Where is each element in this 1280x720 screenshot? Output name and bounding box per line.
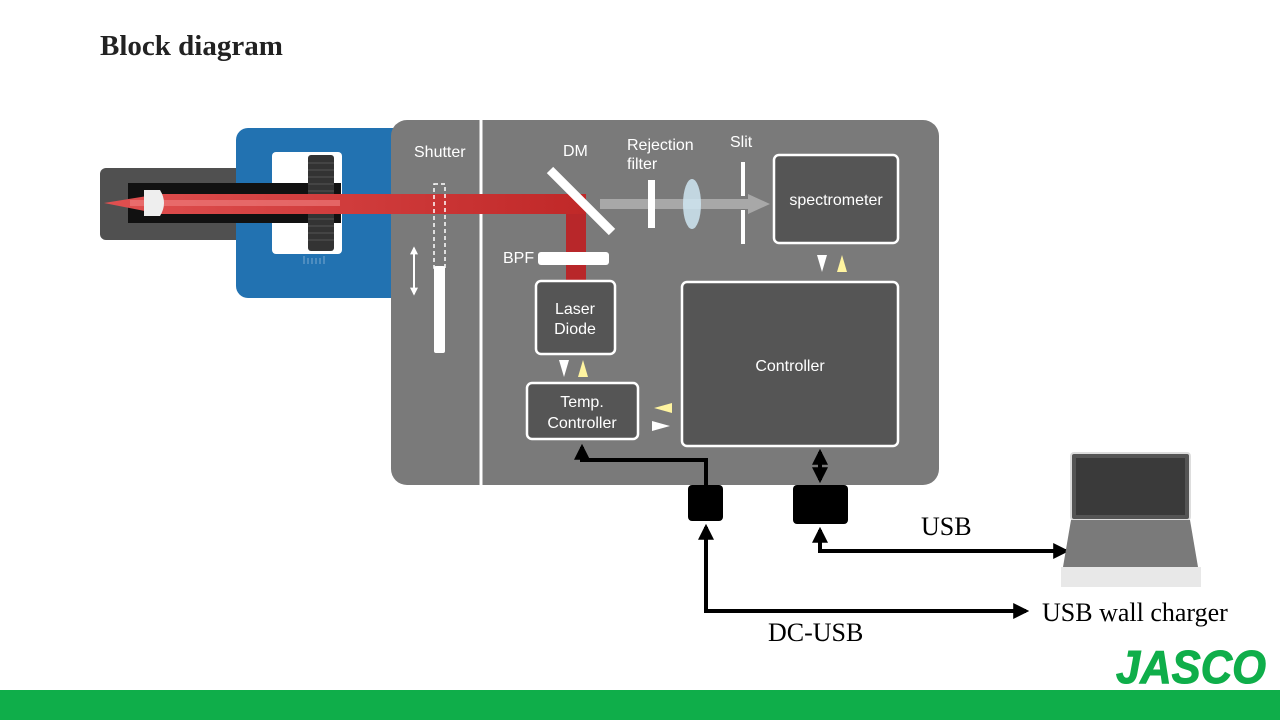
signal-up-arrow-spectrometer xyxy=(837,255,847,272)
return-beam xyxy=(600,199,750,209)
return-beam-arrow xyxy=(748,194,770,214)
dc-usb-cable xyxy=(698,523,1030,619)
rejection-filter xyxy=(648,180,655,228)
laser-diode-label-2: Diode xyxy=(554,321,596,338)
dc-usb-connector xyxy=(688,485,723,521)
laser-beam-horizontal xyxy=(104,194,586,214)
usb-connector xyxy=(793,485,848,524)
slit-upper xyxy=(741,162,745,196)
temp-controller-label-2: Controller xyxy=(547,415,617,432)
controller-label: Controller xyxy=(755,358,825,375)
jasco-logo: JASCO xyxy=(1116,641,1266,693)
footer-bar xyxy=(0,690,1280,720)
temp-controller-label-1: Temp. xyxy=(560,394,604,411)
focusing-lens xyxy=(683,179,701,229)
bpf-label: BPF xyxy=(503,250,534,267)
signal-left-arrow-temp xyxy=(654,403,672,413)
rejection-filter-label-1: Rejection xyxy=(627,137,694,154)
dichroic-mirror xyxy=(546,166,616,236)
usb-label: USB xyxy=(921,512,972,541)
laptop-icon xyxy=(1061,452,1201,587)
spectrometer-label: spectrometer xyxy=(789,192,883,209)
slit-label: Slit xyxy=(730,134,753,151)
shutter-label: Shutter xyxy=(414,144,466,161)
page-title: Block diagram xyxy=(100,30,283,62)
probe-scale-ticks xyxy=(303,256,325,264)
rejection-filter-label-2: filter xyxy=(627,156,658,173)
spectrometer-box xyxy=(772,153,900,245)
slit-lower xyxy=(741,210,745,244)
dc-usb-label: DC-USB xyxy=(768,618,863,647)
signal-down-arrow-laser xyxy=(559,360,569,377)
temp-controller-box xyxy=(525,381,640,441)
probe-beam-highlight xyxy=(130,200,340,206)
dm-label: DM xyxy=(563,143,588,160)
shutter-blade xyxy=(434,266,445,353)
probe-lens xyxy=(144,190,164,216)
laser-diode-box xyxy=(534,279,617,356)
band-pass-filter xyxy=(538,252,609,265)
signal-up-arrow-laser xyxy=(578,360,588,377)
laser-diode-label-1: Laser xyxy=(555,301,596,318)
signal-down-arrow-spectrometer xyxy=(817,255,827,272)
usb-wall-charger-label: USB wall charger xyxy=(1042,598,1228,627)
temp-controller-power-line xyxy=(574,443,708,485)
signal-right-arrow-temp xyxy=(652,421,670,431)
controller-box xyxy=(680,280,900,448)
